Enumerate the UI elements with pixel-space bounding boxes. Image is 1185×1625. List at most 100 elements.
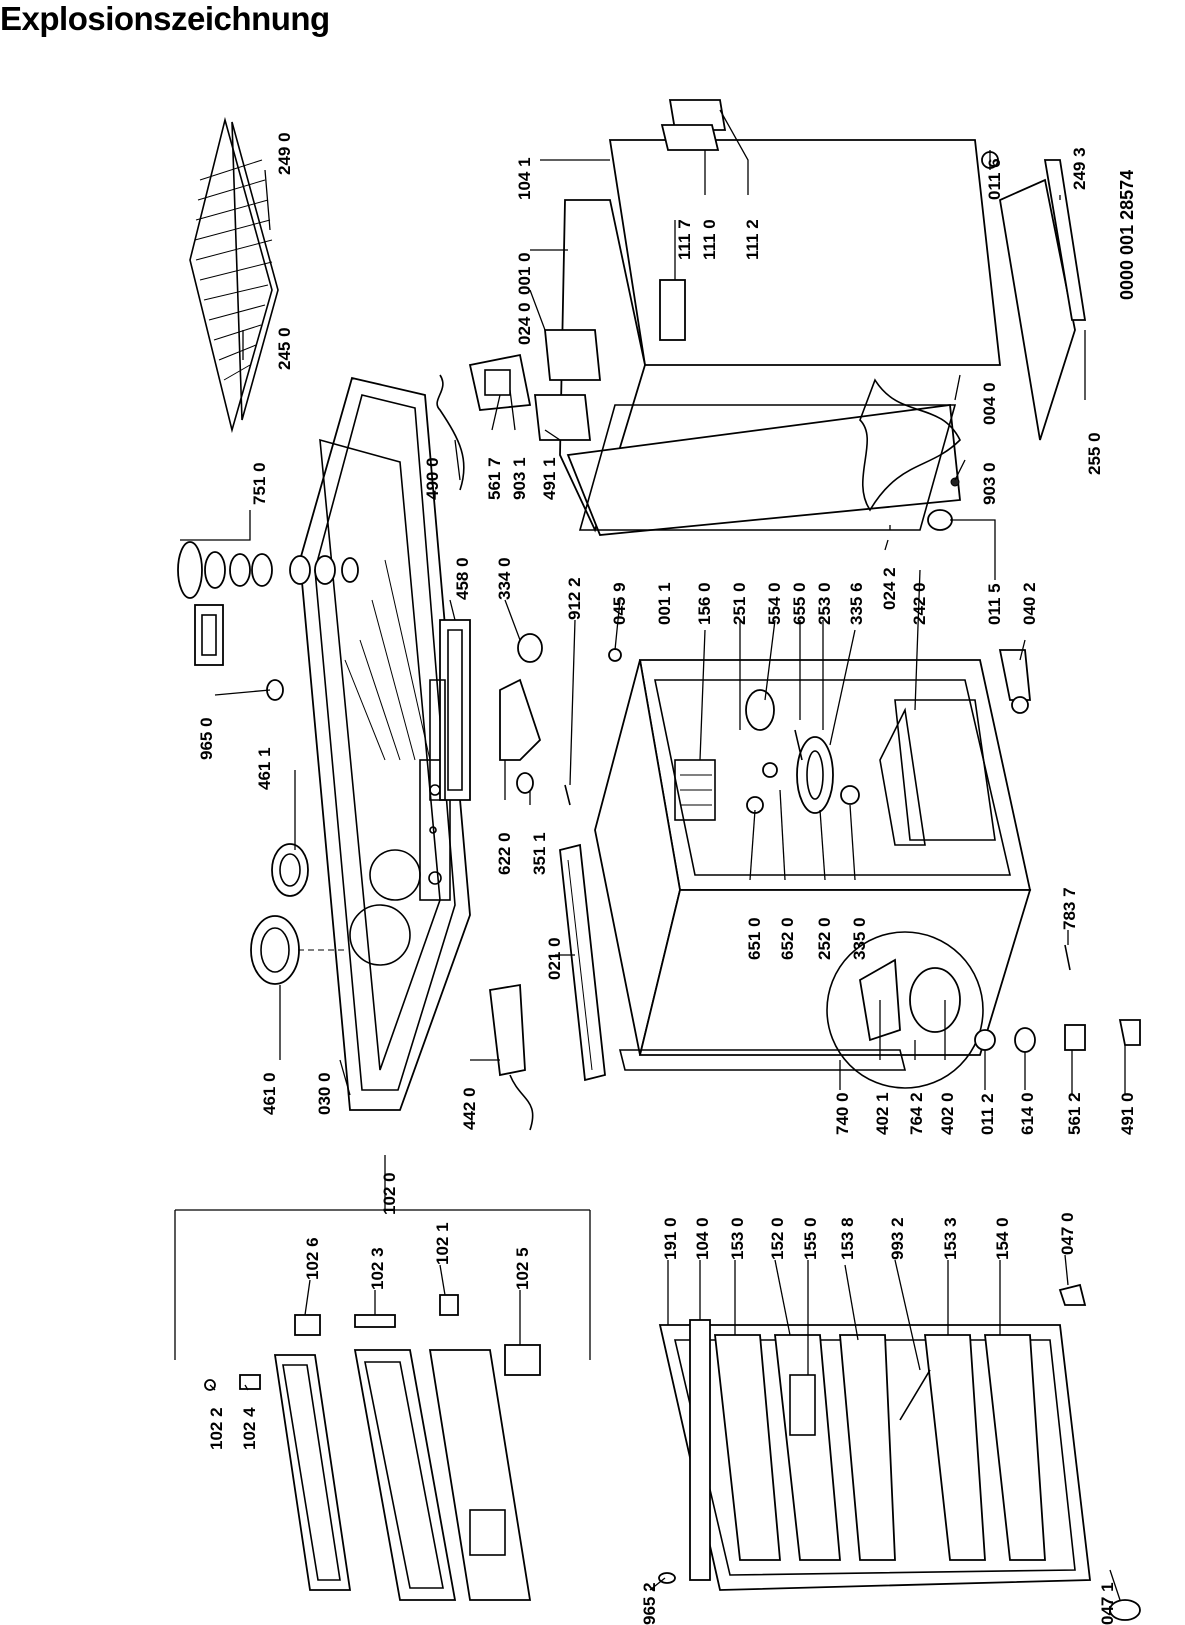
part-label: 104 0 — [693, 1217, 712, 1260]
part-label: 021 0 — [545, 937, 564, 980]
foot-drawing — [1011, 696, 1029, 714]
door-panels-drawing — [204, 1294, 541, 1601]
part-label: 335 0 — [850, 917, 869, 960]
part-label: 402 0 — [938, 1092, 957, 1135]
relay-drawing — [1014, 1027, 1036, 1053]
screw-drawing — [950, 477, 960, 487]
part-label: 251 0 — [730, 582, 749, 625]
part-label: 252 0 — [815, 917, 834, 960]
part-label: 024 2 — [880, 567, 899, 610]
part-label: 458 0 — [453, 557, 472, 600]
part-label: 249 0 — [275, 132, 294, 175]
burner-caps-drawing — [250, 843, 345, 985]
part-label: 764 2 — [907, 1092, 926, 1135]
cabinet-upper-drawing — [533, 99, 1002, 536]
lamp-box-drawing — [468, 353, 532, 411]
part-label: 102 0 — [380, 1172, 399, 1215]
part-label: 024 0 — [515, 302, 534, 345]
part-label: 102 1 — [433, 1222, 452, 1265]
part-label: 156 0 — [695, 582, 714, 625]
part-label: 652 0 — [778, 917, 797, 960]
top-cover-drawing — [299, 376, 471, 1111]
part-label: 001 0 — [515, 252, 534, 295]
cabinet-lower-drawing — [594, 659, 1032, 1071]
part-label: 491 1 — [540, 457, 559, 500]
thermostat-drawing — [499, 633, 543, 794]
part-label: 153 3 — [941, 1217, 960, 1260]
floor-plate-drawing — [998, 159, 1087, 441]
part-label: 111 2 — [743, 219, 762, 260]
part-label: 903 0 — [980, 462, 999, 505]
part-label: 561 7 — [485, 457, 504, 500]
connector-drawing — [1064, 1024, 1086, 1051]
door-with-bins-drawing — [658, 1283, 1141, 1621]
screw-drawing — [608, 648, 622, 662]
part-label: 912 2 — [565, 577, 584, 620]
part-label: 191 0 — [661, 1217, 680, 1260]
part-label: 783 7 — [1060, 887, 1079, 930]
part-label: 402 1 — [873, 1092, 892, 1135]
part-label: 614 0 — [1018, 1092, 1037, 1135]
part-label: 351 1 — [530, 832, 549, 875]
part-label: 651 0 — [745, 917, 764, 960]
socket-drawing — [489, 983, 534, 1131]
foot-drawing — [927, 509, 953, 531]
part-label: 111 0 — [700, 219, 719, 260]
part-label: 152 0 — [768, 1217, 787, 1260]
rod-drawing — [1064, 944, 1071, 971]
hinge-bar-drawing — [559, 843, 606, 1082]
part-label: 253 0 — [815, 582, 834, 625]
part-label: 102 6 — [303, 1237, 322, 1280]
part-label: 155 0 — [801, 1217, 820, 1260]
part-label: 245 0 — [275, 327, 294, 370]
part-label: 030 0 — [315, 1072, 334, 1115]
part-label: 751 0 — [250, 462, 269, 505]
part-label: 153 8 — [838, 1217, 857, 1260]
part-label: 740 0 — [833, 1092, 852, 1135]
part-labels: 249 0 245 0 751 0 965 0 461 1 461 0 030 … — [197, 132, 1137, 1625]
page-title: Explosionszeichnung — [0, 0, 330, 37]
bracket-drawing — [1118, 1019, 1141, 1046]
part-label: 102 3 — [368, 1247, 387, 1290]
part-label: 102 2 — [207, 1407, 226, 1450]
part-label: 102 4 — [240, 1407, 259, 1450]
pin-drawing — [564, 784, 571, 806]
part-label: 993 2 — [888, 1217, 907, 1260]
part-label: 655 0 — [790, 582, 809, 625]
leader-lines — [174, 109, 1126, 1601]
part-label: 045 9 — [610, 582, 629, 625]
part-label: 491 0 — [1118, 1092, 1137, 1135]
part-label: 102 5 — [513, 1247, 532, 1290]
part-label: 461 0 — [260, 1072, 279, 1115]
wire-shelf-drawing — [189, 116, 279, 434]
part-label: 249 3 — [1070, 147, 1089, 190]
part-label: 004 0 — [980, 382, 999, 425]
part-label: 153 0 — [728, 1217, 747, 1260]
foot-drawing — [974, 1029, 996, 1051]
part-label: 047 0 — [1058, 1212, 1077, 1255]
part-label: 255 0 — [1085, 432, 1104, 475]
hinge-drawing — [998, 649, 1031, 701]
part-label: 903 1 — [510, 457, 529, 500]
part-label: 554 0 — [765, 582, 784, 625]
document-id: 0000 001 28574 — [1117, 170, 1137, 300]
lamp-fixture-drawing — [177, 541, 359, 666]
part-label: 040 2 — [1020, 582, 1039, 625]
part-label: 622 0 — [495, 832, 514, 875]
part-label: 242 0 — [910, 582, 929, 625]
part-label: 334 0 — [495, 557, 514, 600]
part-label: 047 1 — [1098, 1582, 1117, 1625]
part-label: 490 0 — [423, 457, 442, 500]
part-label: 461 1 — [255, 747, 274, 790]
part-label: 011 5 — [985, 583, 1004, 625]
part-label: 111 7 — [675, 219, 694, 260]
part-label: 965 0 — [197, 717, 216, 760]
part-label: 965 2 — [640, 1582, 659, 1625]
power-cord-drawing — [436, 374, 465, 491]
part-label: 335 6 — [847, 582, 866, 625]
part-label: 001 1 — [655, 582, 674, 625]
part-label: 011 6 — [985, 158, 1004, 200]
part-label: 104 1 — [515, 157, 534, 200]
heating-element-drawing — [429, 619, 471, 801]
